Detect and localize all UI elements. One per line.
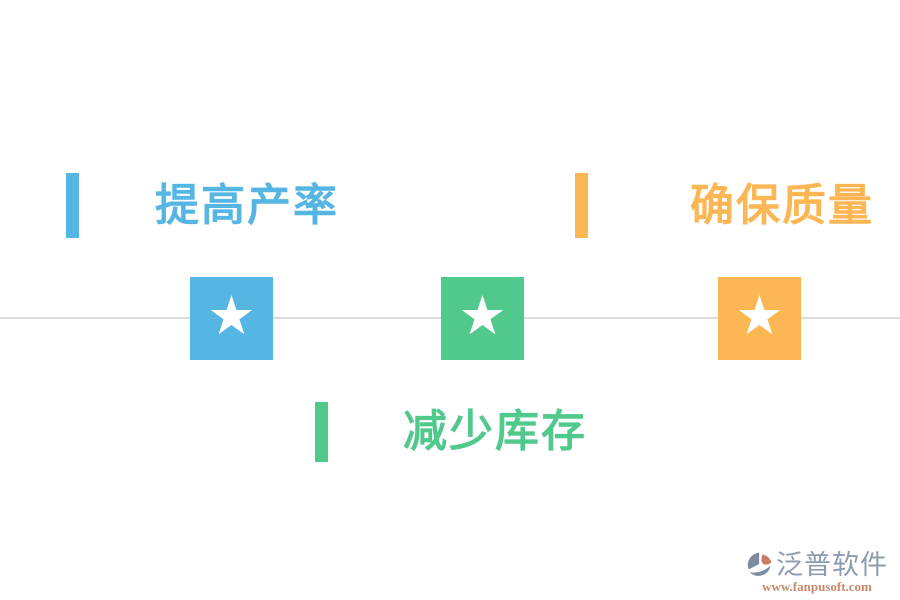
fanpu-logo-icon [747,552,772,576]
star-marker-increase-yield: ★ [190,277,273,360]
accent-bar-reduce-inventory [315,402,328,462]
accent-bar-ensure-quality [575,173,588,238]
brand-name: 泛普软件 [776,550,888,580]
brand-watermark: 泛普软件 www.fanpusoft.com [746,551,888,594]
accent-bar-increase-yield [66,173,79,238]
brand-url: www.fanpusoft.com [762,579,872,594]
star-icon: ★ [735,285,784,346]
brand-row: 泛普软件 [746,551,888,579]
star-marker-ensure-quality: ★ [718,277,801,360]
star-marker-reduce-inventory: ★ [441,277,524,360]
star-icon: ★ [458,285,507,346]
label-increase-yield: 提高产率 [155,181,339,230]
label-ensure-quality: 确保质量 [690,181,874,230]
label-reduce-inventory: 减少库存 [403,407,587,456]
star-icon: ★ [207,285,256,346]
